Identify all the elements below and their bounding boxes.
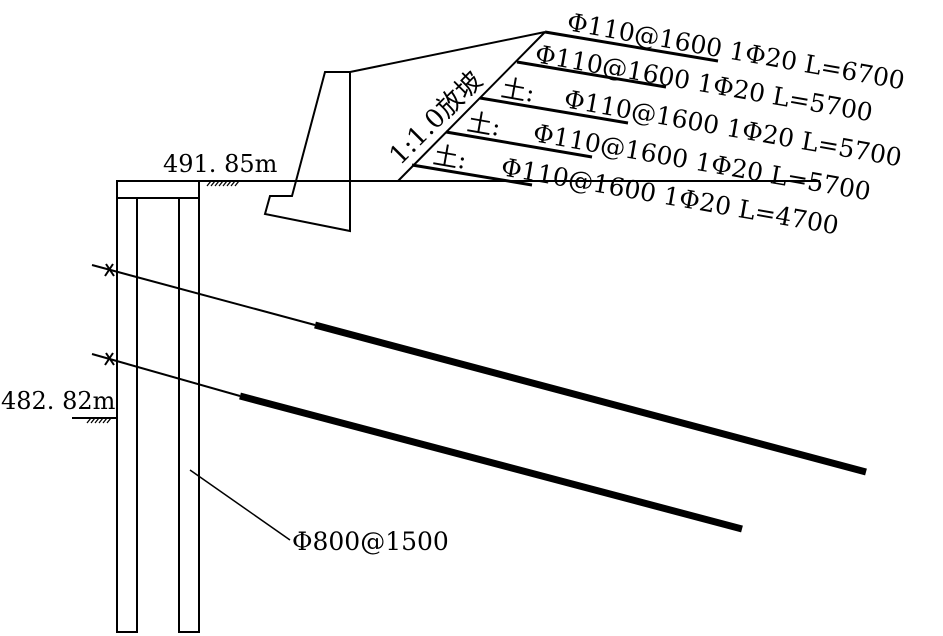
elevation-base-label: 482. 82m — [1, 387, 116, 415]
soil-nail-1 — [544, 30, 719, 63]
nail-prefix-4: 土: — [431, 140, 469, 174]
pile-right — [178, 197, 200, 633]
pile-wall — [116, 180, 200, 633]
soil-nail-4 — [445, 130, 593, 159]
nail-annotations: Φ110@1600 1Φ20 L=6700 Φ110@1600 1Φ20 L=5… — [431, 7, 907, 240]
anchor-2 — [91, 352, 743, 533]
pile-left — [116, 197, 138, 633]
soil-nails — [411, 30, 719, 187]
soil-nail-5 — [411, 163, 533, 187]
soil-nail-2 — [516, 60, 667, 89]
gravity-wall — [263, 71, 351, 233]
slope — [349, 31, 546, 182]
pile-leader-line — [189, 469, 291, 541]
anchor-1 — [91, 263, 867, 476]
nail-prefix-3: 土: — [465, 107, 503, 141]
anchor-head-2 — [104, 352, 115, 366]
pile-label: Φ800@1500 — [292, 527, 449, 556]
elevation-top-label: 491. 85m — [163, 150, 278, 178]
elevation-base-mark: 482. 82m — [1, 387, 117, 424]
anchor-head-1 — [104, 263, 115, 277]
nail-prefix-2: 土: — [499, 73, 537, 107]
pile-cap — [116, 180, 200, 199]
soil-nail-3 — [479, 96, 629, 125]
elevation-top-mark: 491. 85m — [163, 150, 278, 187]
